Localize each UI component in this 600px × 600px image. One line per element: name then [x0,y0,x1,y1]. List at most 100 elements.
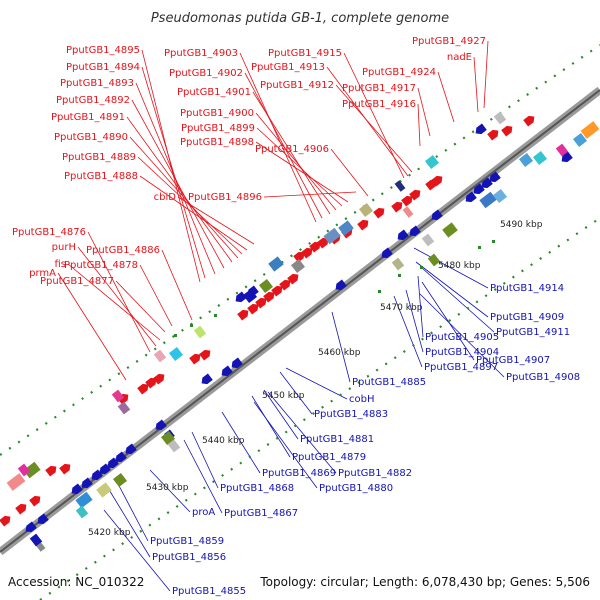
forward-gene-arrow [501,125,513,137]
scale-label: 5420 kbp [88,528,131,538]
blue-label-connector [251,395,291,458]
forward-gene-arrow [309,241,321,253]
forward-gene-label: PputGB1_4912 [260,80,334,91]
red-label-connector [473,56,479,113]
forward-gene-label: cbiD [154,192,177,203]
gene-labels: PputGB1_4895PputGB1_4894PputGB1_4893Pput… [12,36,580,597]
reverse-gene-label: PputGB1_4883 [314,409,388,420]
map-title: Pseudomonas putida GB-1, complete genome [151,11,449,26]
reverse-gene-label: PputGB1_4880 [319,483,393,494]
red-label-connector [330,148,369,197]
gene-block [580,121,600,139]
forward-gene-label: PputGB1_4893 [60,78,134,89]
reverse-gene-arrow [201,373,213,385]
forward-gene-label: PputGB1_4902 [169,68,243,79]
red-label-connector [67,263,161,341]
reverse-gene-label: PputGB1_4907 [476,355,550,366]
blue-label-connector [115,479,149,542]
gene-block [492,188,508,204]
reverse-gene-label: PputGB1_4904 [425,347,499,358]
red-label-connector [135,82,216,275]
gene-block [402,206,414,218]
forward-gene-arrow [487,129,499,141]
gene-block [117,401,131,415]
reverse-gene-label: PputGB1_4855 [172,586,246,597]
red-label-connector [115,280,166,333]
blue-label-connector [183,439,223,514]
reverse-gene-label: PputGB1_4868 [220,483,294,494]
scale-label: 5430 kbp [146,483,189,493]
guide-tick [398,274,401,277]
forward-gene-arrow [263,291,275,303]
forward-gene-arrow [145,377,157,389]
red-label-connector [137,156,243,255]
gene-block [75,491,93,509]
reverse-gene-arrow [235,291,247,303]
forward-gene-label: PputGB1_4878 [64,260,138,271]
forward-gene-label: PputGB1_4901 [177,87,251,98]
reverse-gene-label: PputGB1_4879 [292,452,366,463]
blue-label-connector [393,295,423,368]
forward-gene-arrow [293,251,305,263]
guide-tick [174,334,177,337]
reverse-gene-arrow [431,209,443,221]
red-label-connector [263,191,357,198]
gene-block [153,349,167,363]
scale-label: 5450 kbp [262,391,305,401]
red-label-connector [129,136,239,259]
label-connectors [57,40,505,592]
forward-gene-label: PputGB1_4927 [412,36,486,47]
forward-gene-arrow [431,175,443,187]
gene-block [479,191,497,209]
red-label-connector [139,175,248,251]
guide-tick [492,240,495,243]
forward-gene-label: prmA [29,268,56,279]
reverse-gene-label: PputGB1_4859 [150,536,224,547]
red-label-connector [131,99,225,269]
scale-label: 5460 kbp [318,348,361,358]
forward-gene-label: nadE [447,52,472,63]
red-label-connector [417,103,421,147]
blue-label-connector [417,275,424,338]
reverse-gene-arrow [561,151,573,163]
blue-label-connector [405,289,424,353]
gene-block [555,143,569,157]
blue-label-connector [149,469,191,513]
red-label-connector [252,91,331,215]
reverse-gene-arrow [381,247,393,259]
blue-label-connector [285,367,348,400]
forward-gene-label: PputGB1_4924 [362,67,436,78]
gene-features [0,111,600,552]
red-label-connector [177,196,255,245]
gene-block [167,439,181,453]
red-label-connector [483,40,489,109]
forward-gene-label: PputGB1_4895 [66,45,140,56]
reverse-gene-arrow [125,443,137,455]
forward-gene-arrow [0,515,11,527]
blue-label-connector [191,431,219,489]
gene-block [168,346,184,362]
reverse-gene-arrow [475,123,487,135]
gene-block [111,389,125,403]
forward-gene-label: PputGB1_4915 [268,48,342,59]
gene-block [290,258,306,274]
forward-gene-label: PputGB1_4896 [188,192,262,203]
gene-block [193,325,207,339]
forward-gene-arrow [153,373,165,385]
scale-label: 5480 kbp [438,261,481,271]
red-label-connector [57,272,127,381]
forward-gene-arrow [237,309,249,321]
gene-block [242,288,258,304]
blue-label-connector [263,389,299,440]
gene-block [427,253,441,267]
reverse-gene-label: PputGB1_4881 [300,434,374,445]
reverse-gene-label: PputGB1_4911 [496,327,570,338]
forward-gene-arrow [357,219,369,231]
forward-gene-arrow [199,349,211,361]
gene-block [112,472,128,488]
guide-tick [478,246,481,249]
forward-gene-label: PputGB1_4892 [56,95,130,106]
forward-gene-arrow [401,195,413,207]
reverse-gene-label: PputGB1_4897 [424,362,498,373]
red-label-connector [126,116,233,263]
